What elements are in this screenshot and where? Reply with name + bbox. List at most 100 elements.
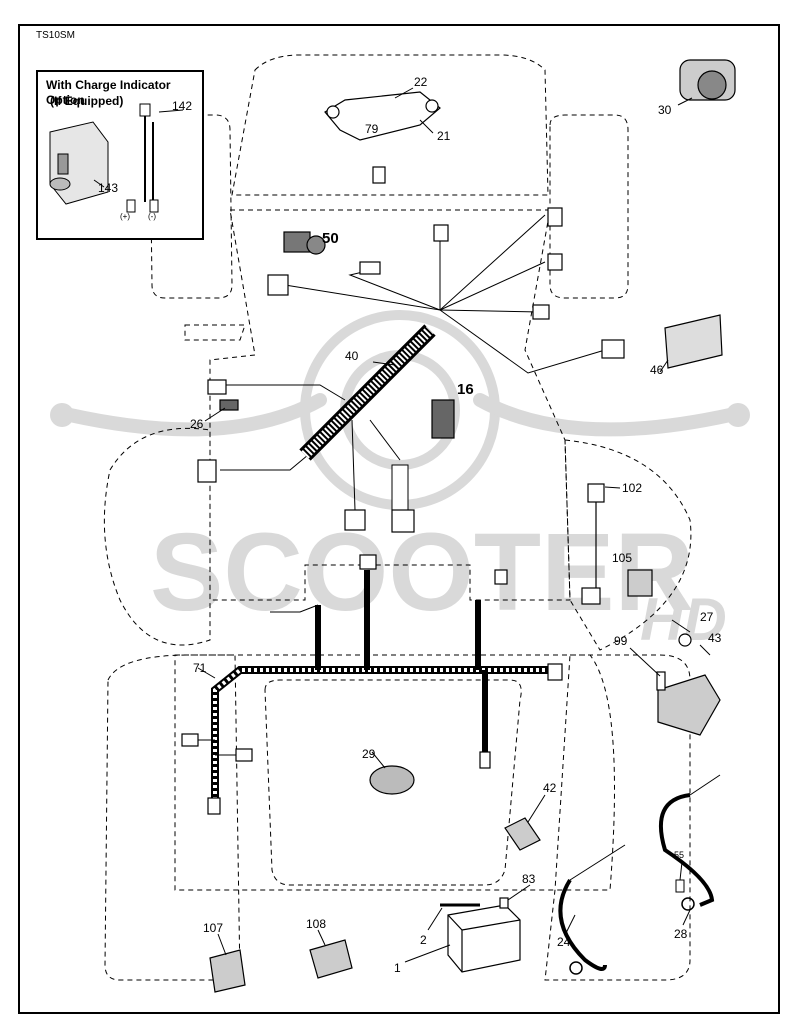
- leader-143: [93, 179, 105, 188]
- battery-cables: [558, 774, 721, 975]
- leader-46: [659, 359, 669, 373]
- harness-branch-g: [225, 384, 346, 401]
- front-connector-r1: [547, 207, 563, 227]
- leader-29: [371, 751, 386, 769]
- leader-26: [204, 407, 226, 422]
- harness-branch-j: [369, 419, 401, 461]
- callout-105: 105: [612, 551, 632, 565]
- rear-connector-f: [359, 554, 377, 570]
- front-right-wheel: [549, 114, 629, 299]
- inset-title: With Charge Indicator Option: [46, 78, 171, 107]
- harness-40-drop: [391, 464, 409, 511]
- diode-105: [627, 569, 653, 597]
- harness-71-drops: [315, 570, 488, 760]
- harness-71-lead: [270, 604, 319, 613]
- leader-24: [564, 914, 576, 936]
- connector-26-plug: [207, 379, 227, 395]
- leader-71: [197, 667, 216, 679]
- connector-lower-b: [391, 509, 415, 533]
- callout-46: 46: [650, 363, 664, 377]
- relay-50-cap: [306, 235, 326, 255]
- leader-2: [427, 907, 443, 931]
- leader-27: [671, 619, 691, 633]
- callout-26: 26: [190, 417, 204, 431]
- connector-left-mid: [197, 459, 217, 483]
- watermark-grip-right: [726, 403, 750, 427]
- battery-1: [447, 904, 521, 973]
- harness-branch-d: [439, 261, 546, 311]
- callout-143: 143: [98, 181, 118, 195]
- harness-40-braid: [301, 326, 434, 459]
- callout-99: 99: [614, 634, 628, 648]
- nut-83: [499, 897, 509, 909]
- cable-24-lead: [569, 844, 626, 881]
- callout-24: 24: [557, 935, 571, 949]
- leader-lines: [197, 87, 711, 963]
- headlight-harness-22: [324, 91, 441, 141]
- callout-79: 79: [365, 122, 379, 136]
- watermark-brand: SCOOTER: [150, 511, 694, 634]
- callout-55: 55: [674, 850, 684, 860]
- seat-pan-outline: [264, 679, 522, 886]
- harness-branch-f: [439, 309, 606, 374]
- solenoid-108: [309, 939, 353, 979]
- callout-42: 42: [543, 781, 557, 795]
- inset-minus-label: (-): [148, 212, 156, 221]
- chassis-outline: [209, 209, 571, 601]
- leader-42: [527, 794, 546, 823]
- nut-27: [678, 633, 692, 647]
- hour-meter-46: [664, 314, 723, 369]
- watermark-handlebar: [63, 393, 737, 437]
- callout-142: 142: [172, 99, 192, 113]
- switch-16: [431, 399, 455, 439]
- switch-107: [209, 949, 246, 993]
- cable-24-ring: [569, 961, 583, 975]
- leader-102: [604, 486, 621, 489]
- front-connector-left: [267, 274, 289, 296]
- boot-42: [504, 817, 541, 851]
- charge-indicator-key: [49, 177, 71, 191]
- callout-83: 83: [522, 872, 536, 886]
- callout-40: 40: [345, 349, 359, 363]
- callout-108: 108: [306, 917, 326, 931]
- callout-107: 107: [203, 921, 223, 935]
- charge-indicator-lights: [57, 153, 69, 175]
- rear-connector-b: [235, 748, 253, 762]
- callout-1: 1: [394, 961, 401, 975]
- leader-107: [217, 933, 227, 956]
- callout-30: 30: [658, 103, 672, 117]
- callout-16: 16: [457, 381, 474, 398]
- connector-lower-a: [344, 509, 366, 531]
- harness-142-neg: [149, 199, 159, 213]
- harness-branch-e: [439, 309, 541, 313]
- callout-28: 28: [674, 927, 688, 941]
- cable-28-lead: [689, 774, 721, 796]
- front-connector-top: [433, 224, 449, 242]
- fuse-holder-102: [587, 483, 605, 503]
- leader-83: [507, 884, 531, 901]
- fuse-holder-102-end: [581, 587, 601, 605]
- harness-71-braid: [213, 668, 555, 800]
- solenoid-43: [657, 674, 721, 736]
- connector-26: [219, 399, 239, 411]
- leader-1: [404, 944, 451, 963]
- inset-subtitle: (If Equipped): [50, 94, 124, 108]
- leader-43: [699, 644, 711, 656]
- rear-body-outline: [174, 654, 615, 891]
- cable-28: [658, 793, 715, 907]
- leader-28: [682, 909, 691, 926]
- ignition-keyhole: [697, 70, 727, 100]
- hood-outline: [231, 54, 549, 196]
- harness-branch-i: [351, 419, 356, 511]
- harness-142-plug: [139, 103, 151, 117]
- bolt-99: [656, 671, 666, 691]
- components: [181, 59, 736, 993]
- cable-28-ring: [681, 897, 695, 911]
- relay-50: [283, 231, 311, 253]
- headlight-left: [326, 105, 340, 119]
- callout-102: 102: [622, 481, 642, 495]
- mid-right-outline: [564, 439, 692, 651]
- rear-left-wheel: [104, 654, 241, 981]
- front-connector-r4: [601, 339, 625, 359]
